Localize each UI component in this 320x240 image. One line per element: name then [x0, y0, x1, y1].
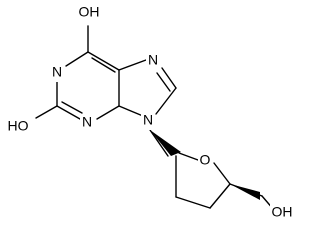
- bond-c5-n7: [118, 59, 147, 71]
- wedge-bond-c4p: [230, 184, 260, 200]
- atom-label-ho-left: HO: [8, 118, 29, 134]
- bond-n7-c8-inner: [156, 72, 171, 92]
- atom-label-n1: N: [52, 64, 62, 80]
- bond-c8-n9: [155, 87, 177, 115]
- atom-label-o-ring: O: [200, 152, 211, 168]
- bond-c3p-c2p: [175, 196, 211, 209]
- bond-c2-n3-inner: [61, 101, 83, 114]
- bond-n3-c4: [96, 105, 120, 120]
- chemical-structure: OH N N HO N N O OH: [6, 3, 294, 222]
- atom-label-oh-right: OH: [272, 204, 293, 220]
- bond-c2-n3: [56, 105, 81, 120]
- atom-label-n7: N: [148, 52, 158, 68]
- atom-label-n3: N: [82, 114, 92, 130]
- bond-c4p-c3p: [209, 183, 231, 209]
- bond-c1p-o: [178, 152, 199, 161]
- bond-o-c4p: [213, 162, 231, 185]
- atom-label-n9: N: [143, 112, 153, 128]
- bond-c2-ho: [35, 105, 58, 119]
- atom-label-oh-top: OH: [79, 4, 100, 20]
- bond-c6-n1: [65, 51, 89, 67]
- bond-n9-c1p: [149, 129, 169, 157]
- label-masks: [6, 4, 294, 222]
- bond-c6-c5-inner: [91, 57, 116, 73]
- bond-n7-c8: [161, 67, 177, 89]
- bond-c6-c5: [87, 51, 120, 71]
- bond-n9-c4: [118, 105, 144, 117]
- wedge-bond-c1p: [150, 130, 181, 156]
